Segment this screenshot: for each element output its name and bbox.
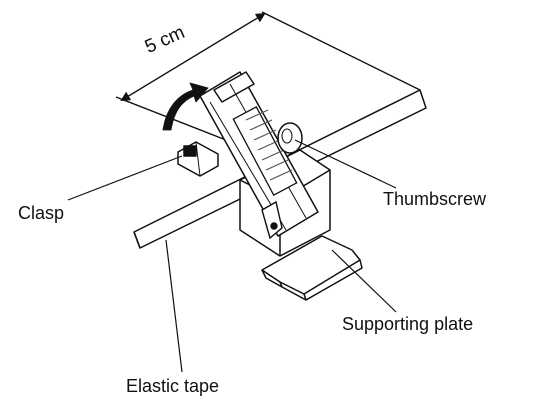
screw-thread: [232, 106, 298, 196]
elastic-tape-label: Elastic tape: [126, 376, 220, 396]
leader-lines: [67, 139, 397, 373]
supporting-plate: [261, 235, 363, 301]
tilt-arrow-icon: [162, 82, 209, 131]
clasp: [177, 141, 219, 177]
thumbscrew-knob-icon: [277, 122, 303, 154]
clasp-label: Clasp: [18, 203, 65, 223]
supporting-plate-label: Supporting plate: [342, 314, 474, 334]
hinge: [261, 200, 283, 240]
thumbscrew-label: Thumbscrew: [383, 189, 487, 209]
